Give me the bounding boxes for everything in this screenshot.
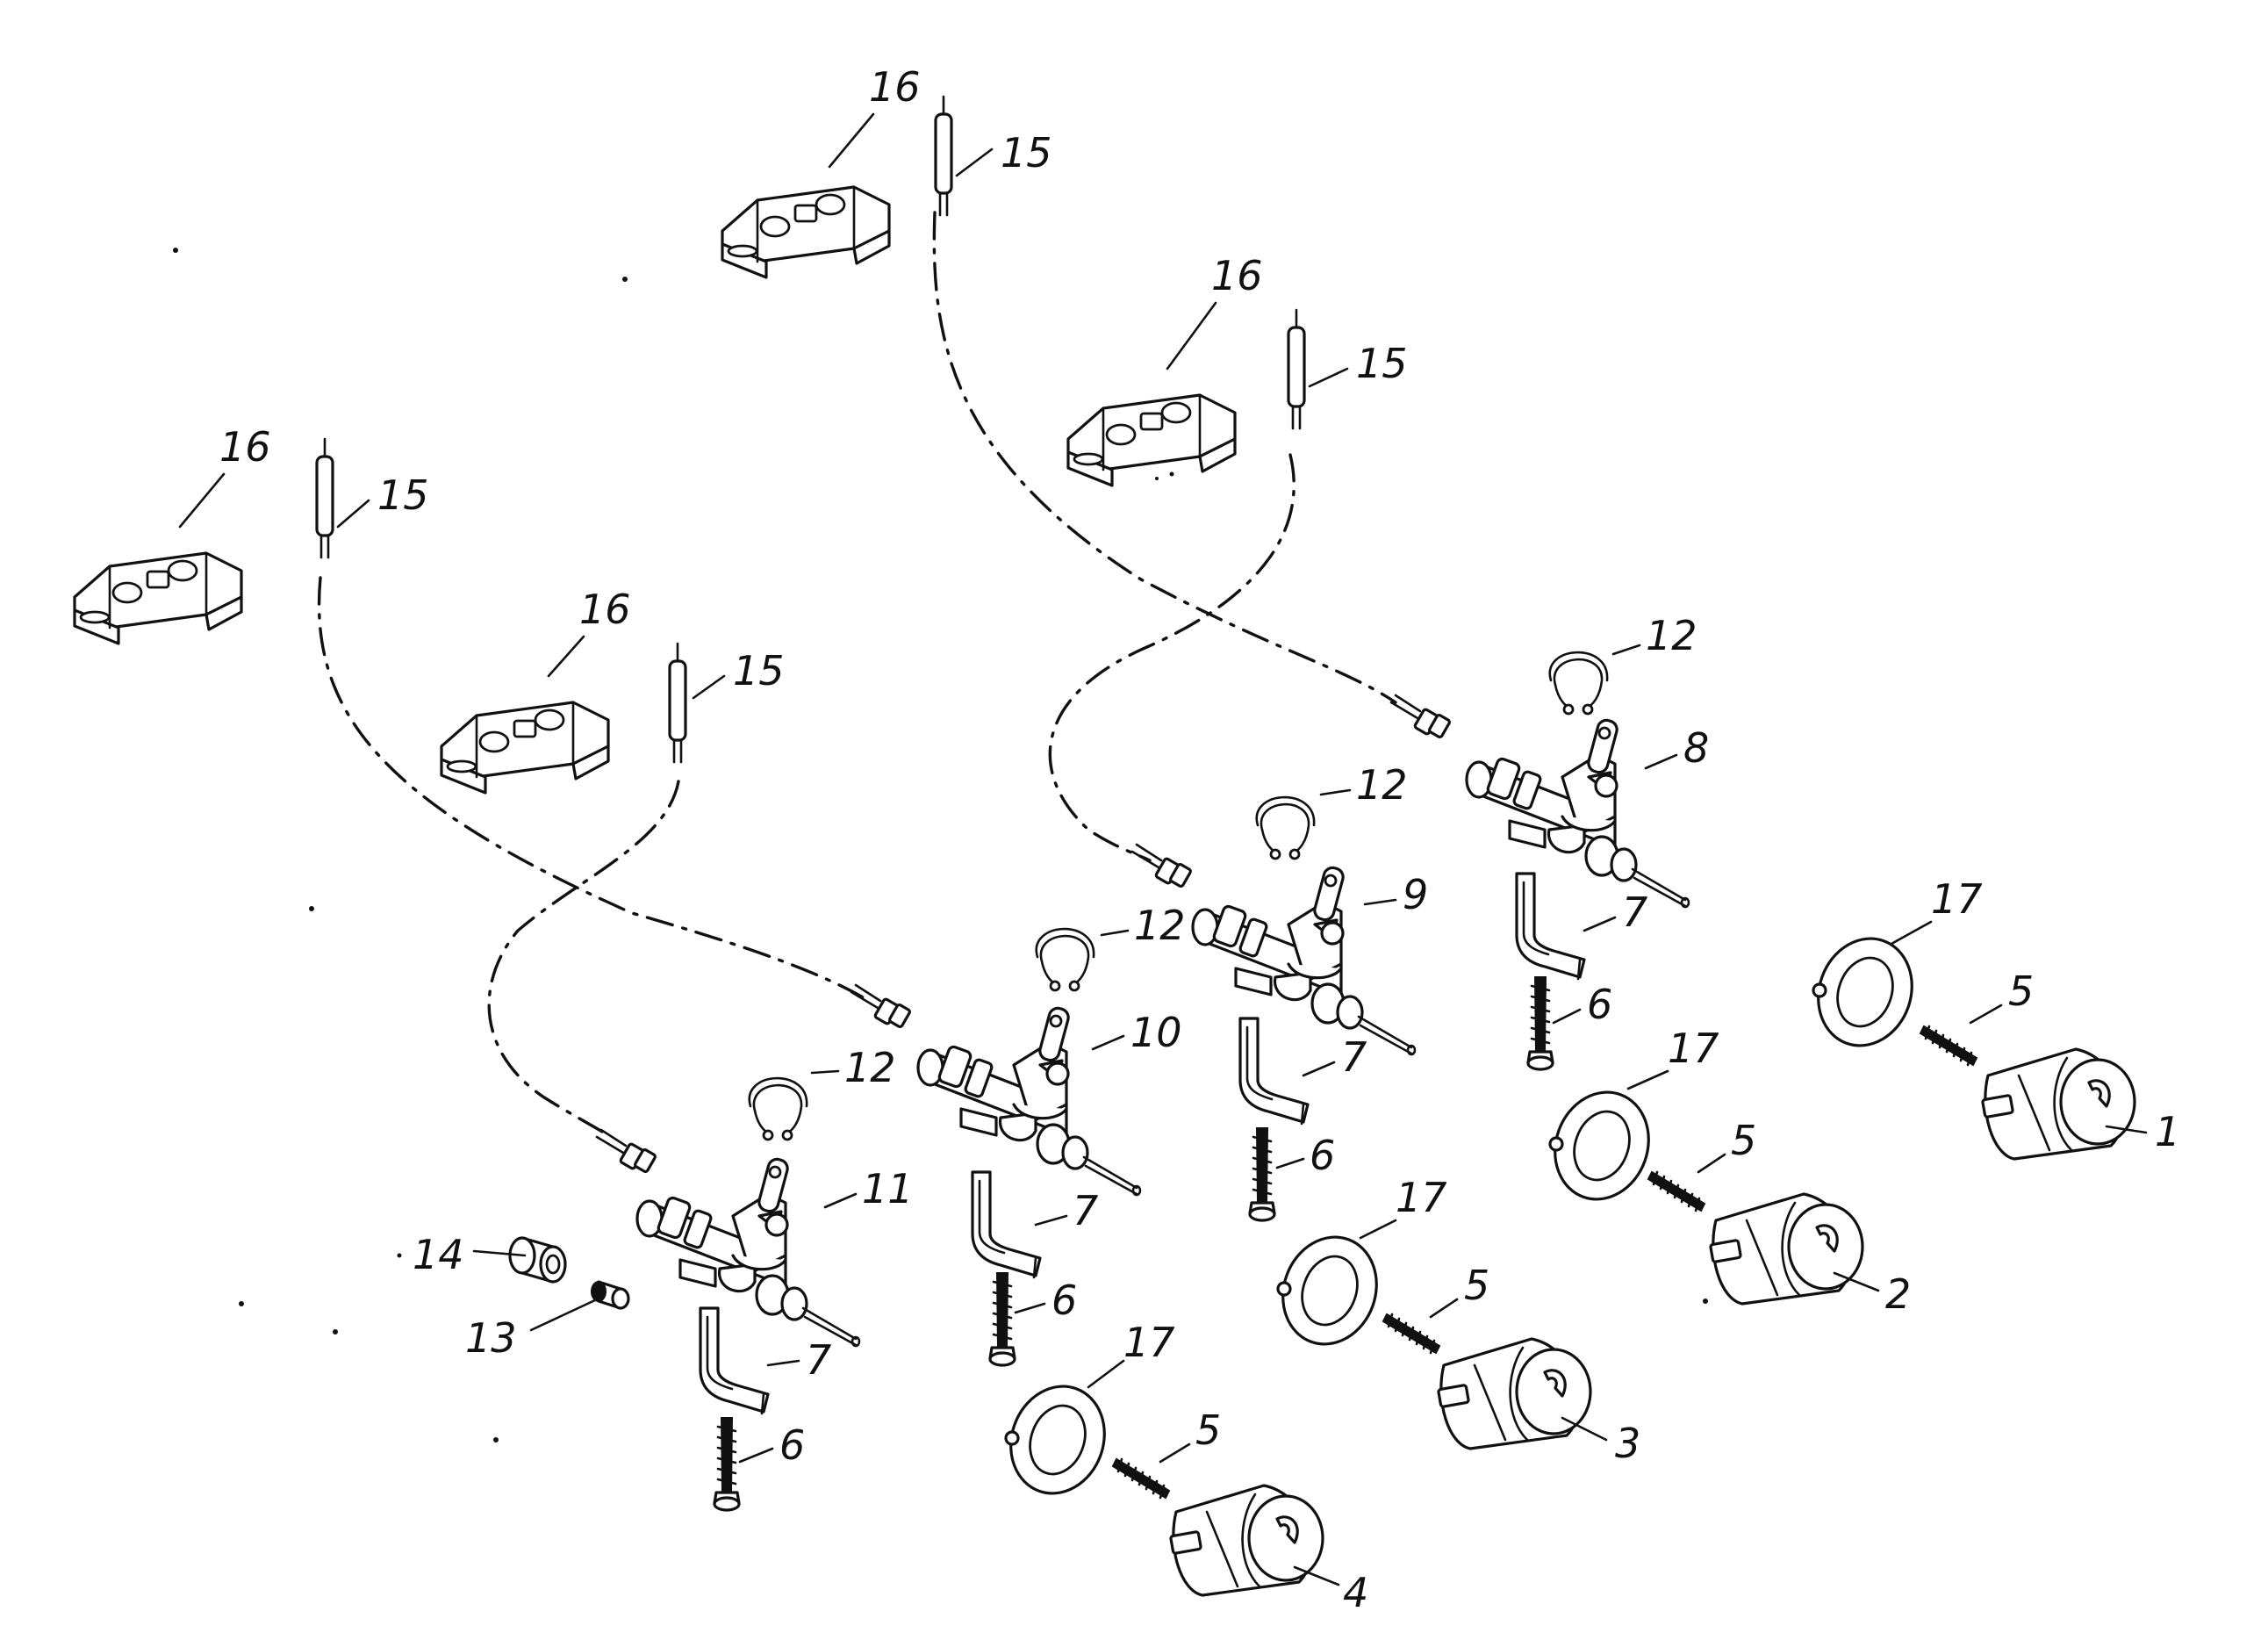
spring-clip-12 (1255, 795, 1316, 860)
spring-5 (1647, 1170, 1706, 1212)
capillary-cable-1 (932, 211, 1397, 704)
callout-17: 17 (1931, 875, 1983, 923)
angle-bracket-7 (1515, 872, 1586, 981)
control-knob-2 (1708, 1192, 1864, 1306)
callout-5: 5 (1464, 1262, 1489, 1309)
gas-valve-11 (635, 1155, 861, 1348)
callout-7: 7 (806, 1336, 831, 1384)
callout-15: 15 (377, 471, 429, 519)
callout-16: 16 (869, 63, 921, 111)
thermocouple-15 (1287, 308, 1306, 430)
thermocouple-15 (668, 642, 687, 764)
callout-12: 12 (1646, 612, 1697, 659)
angle-bracket-7 (1238, 1017, 1310, 1126)
callout-7: 7 (1622, 888, 1647, 936)
cap-13 (590, 1280, 630, 1310)
callout-16: 16 (219, 423, 271, 471)
callout-6: 6 (1310, 1132, 1335, 1179)
knob-ring-17 (1267, 1222, 1393, 1359)
mounting-bracket-16 (73, 551, 243, 645)
scan-specks (173, 248, 1708, 1442)
gas-valve-9 (1191, 864, 1417, 1056)
thermocouple-15 (315, 437, 334, 559)
spring-5 (1919, 1025, 1978, 1067)
callout-6: 6 (1051, 1277, 1077, 1324)
knob-ring-17 (994, 1371, 1121, 1508)
angle-bracket-7 (699, 1306, 770, 1415)
callout-15: 15 (733, 647, 785, 694)
callout-17: 17 (1668, 1025, 1719, 1072)
callout-13: 13 (465, 1314, 517, 1362)
cable-nut (1389, 694, 1453, 740)
callout-12: 12 (1134, 902, 1186, 949)
callout-labels: 16 15 16 15 16 15 16 15 12 12 12 12 8 9 … (219, 63, 2180, 1616)
thermocouple-15 (934, 95, 953, 217)
callout-14: 14 (413, 1231, 464, 1278)
callout-6: 6 (1587, 981, 1612, 1028)
callout-17: 17 (1396, 1174, 1447, 1221)
callout-16: 16 (579, 586, 631, 633)
callout-15: 15 (1356, 340, 1408, 387)
callout-7: 7 (1073, 1187, 1098, 1234)
callout-15: 15 (1001, 129, 1052, 176)
knob-ring-17 (1802, 924, 1928, 1061)
callout-3: 3 (1615, 1420, 1640, 1467)
callout-16: 16 (1211, 252, 1263, 299)
spring-5 (1111, 1457, 1171, 1500)
spring-5 (1382, 1313, 1441, 1355)
callout-12: 12 (844, 1044, 896, 1091)
callout-5: 5 (2008, 968, 2034, 1015)
control-knob-3 (1436, 1337, 1592, 1450)
knob-ring-17 (1539, 1077, 1665, 1214)
capillary-cable-4 (487, 780, 680, 1139)
control-knob-4 (1168, 1484, 1324, 1597)
cable-nut (595, 1128, 658, 1175)
callout-2: 2 (1885, 1270, 1911, 1318)
angle-bracket-7 (971, 1170, 1042, 1279)
callout-11: 11 (862, 1165, 914, 1212)
mounting-bracket-16 (440, 701, 610, 795)
gas-valve-10 (916, 1004, 1142, 1197)
gas-valve-8 (1465, 716, 1690, 909)
cable-nut (1130, 843, 1194, 889)
spring-clip-12 (1035, 927, 1095, 992)
cap-14 (508, 1236, 567, 1284)
callout-10: 10 (1130, 1009, 1182, 1056)
screw-6 (1526, 975, 1554, 1071)
control-knob-1 (1980, 1047, 2136, 1161)
callout-8: 8 (1683, 724, 1709, 772)
leader-lines (178, 112, 2148, 1586)
screw-6 (1248, 1126, 1276, 1222)
spring-clip-12 (748, 1076, 808, 1141)
screw-6 (713, 1416, 741, 1512)
capillary-cable-2 (1048, 453, 1295, 862)
callout-6: 6 (779, 1421, 805, 1469)
mounting-bracket-16 (721, 185, 891, 279)
callout-9: 9 (1403, 871, 1428, 918)
mounting-bracket-16 (1066, 393, 1237, 487)
screw-6 (988, 1271, 1016, 1367)
spring-clip-12 (1548, 651, 1609, 716)
callout-7: 7 (1341, 1033, 1367, 1081)
callout-17: 17 (1123, 1319, 1175, 1366)
callout-5: 5 (1731, 1117, 1756, 1164)
capillary-cable-3 (317, 576, 871, 1003)
cable-nut (850, 983, 913, 1030)
callout-5: 5 (1195, 1406, 1221, 1454)
callout-12: 12 (1356, 761, 1408, 809)
callout-4: 4 (1343, 1569, 1368, 1616)
callout-1: 1 (2155, 1108, 2180, 1155)
